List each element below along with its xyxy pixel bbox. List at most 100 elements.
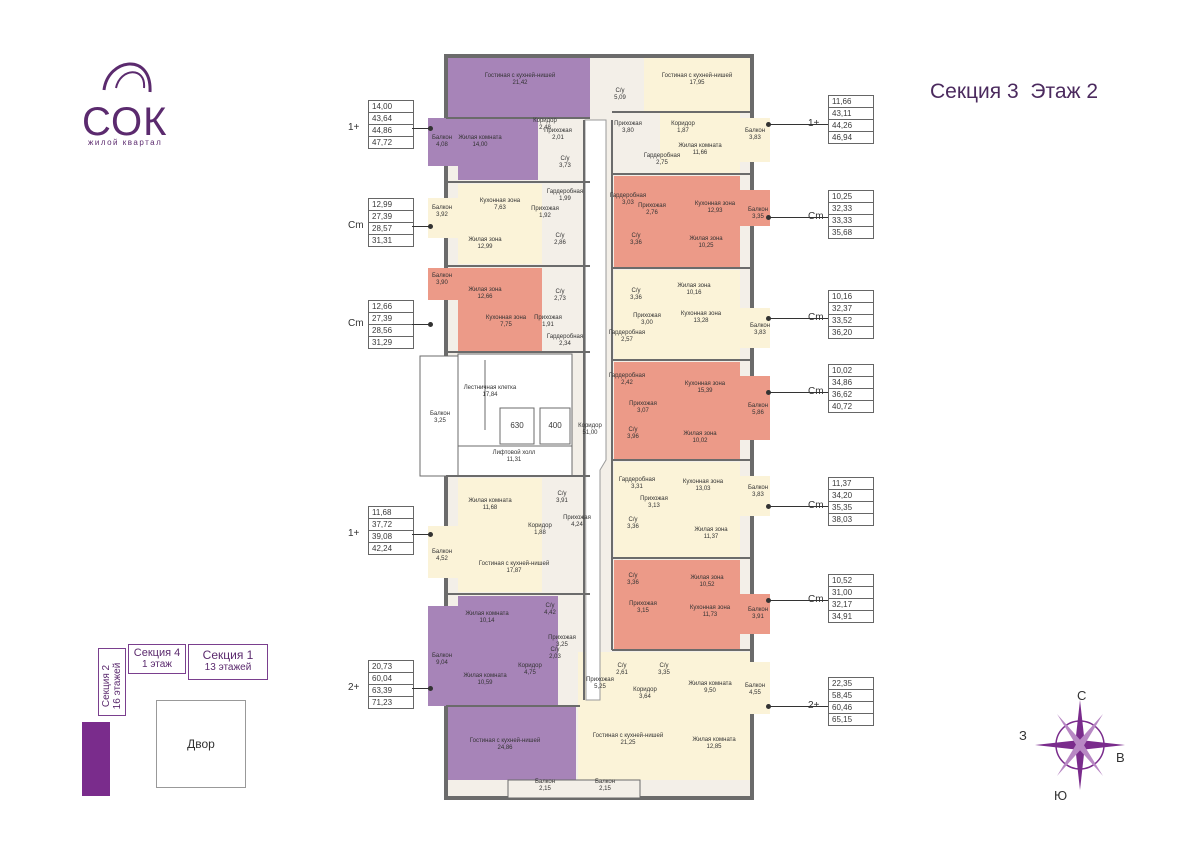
apt-salmon-r2 [614, 362, 740, 460]
room-area: 10,16 [686, 290, 702, 296]
area-value: 10,02 [829, 365, 873, 377]
room-name: Гардеробная [618, 477, 656, 483]
room-name: С/у [615, 88, 625, 94]
area-value: 22,35 [829, 678, 873, 690]
room-area: 3,15 [637, 608, 649, 614]
room-name: Кухонная зона [682, 479, 724, 485]
room-area: 10,25 [698, 243, 714, 249]
room-name: Балкон [431, 135, 453, 141]
area-value: 46,94 [832, 133, 853, 142]
balcony-bottom [507, 779, 641, 799]
apartment-type: Cm [808, 312, 824, 323]
room-area: 15,39 [697, 388, 713, 394]
area-value: 31,29 [372, 338, 393, 347]
room-name: Кухонная зона [684, 381, 726, 387]
apt-salmon-r1 [614, 176, 740, 268]
room-name: Балкон [431, 205, 453, 211]
apt-purple-room [458, 118, 538, 180]
room-name: Гардеробная [608, 373, 646, 379]
area-value: 33,52 [829, 315, 873, 327]
area-value: 10,16 [829, 291, 873, 303]
room-area: 21,25 [620, 740, 636, 746]
room-name: Жилая зона [683, 431, 717, 437]
room-name: С/у [555, 233, 565, 239]
room-name: Коридор [578, 423, 602, 429]
leader-line [770, 217, 828, 218]
area-value: 63,39 [369, 685, 413, 697]
leader-dot [766, 316, 771, 321]
leader-line [412, 226, 430, 227]
room-area: 11,73 [702, 612, 718, 618]
elevator-400 [539, 407, 571, 445]
room-area: 2,42 [621, 380, 633, 386]
room-name: Балкон [747, 403, 769, 409]
area-value: 60,04 [369, 673, 413, 685]
apt-cream-r4 [578, 652, 750, 780]
keymap-section-2-label: Секция 2 [101, 664, 112, 708]
leader-line [770, 318, 828, 319]
room-area: 1,88 [534, 530, 546, 536]
area-value: 11,66 [829, 96, 873, 108]
compass-east: В [1116, 750, 1125, 765]
area-value: 60,46 [829, 702, 873, 714]
elevator-capacity: 400 [548, 421, 562, 430]
keymap-section-2: Секция 2 16 этажей [98, 648, 126, 716]
room-name: Прихожая [534, 315, 562, 321]
area-value: 47,72 [372, 138, 393, 147]
room-area: 11,68 [482, 505, 498, 511]
room-area: 17,87 [506, 568, 522, 574]
room-name: Жилая зона [468, 237, 502, 243]
compass-west: З [1019, 728, 1027, 743]
keymap-yard: Двор [156, 700, 246, 788]
room-area: 12,85 [706, 744, 722, 750]
keymap-section-4: Секция 4 1 этаж [128, 644, 186, 674]
room-area: 3,83 [752, 492, 764, 498]
room-name: Балкон [431, 273, 453, 279]
keymap-section-1-floors: 13 этажей [204, 662, 252, 673]
room-name: Кухонная зона [680, 311, 722, 317]
elevator-capacity: 630 [510, 421, 524, 430]
room-area: 1,87 [677, 128, 689, 134]
room-area: 1,91 [542, 322, 554, 328]
room-name: Гостиная с кухней-нишей [469, 738, 541, 744]
apartment-type: Cm [348, 318, 364, 329]
room-name: Жилая комната [678, 143, 722, 149]
room-area: 3,03 [622, 200, 634, 206]
room-name: Лестничная клетка [463, 385, 517, 391]
balcony-cream-r3 [740, 476, 770, 516]
room-area: 3,90 [436, 280, 448, 286]
page-title: Секция 3 Этаж 2 [930, 80, 1099, 103]
room-area: 5,09 [614, 95, 626, 101]
balcony-salmon-r1 [740, 190, 770, 226]
room-area: 51,00 [582, 430, 598, 436]
area-value: 28,56 [369, 325, 413, 337]
area-value: 32,17 [829, 599, 873, 611]
room-name: Балкон [431, 653, 453, 659]
room-name: Гардеробная [546, 334, 584, 340]
room-name: Жилая зона [690, 575, 724, 581]
